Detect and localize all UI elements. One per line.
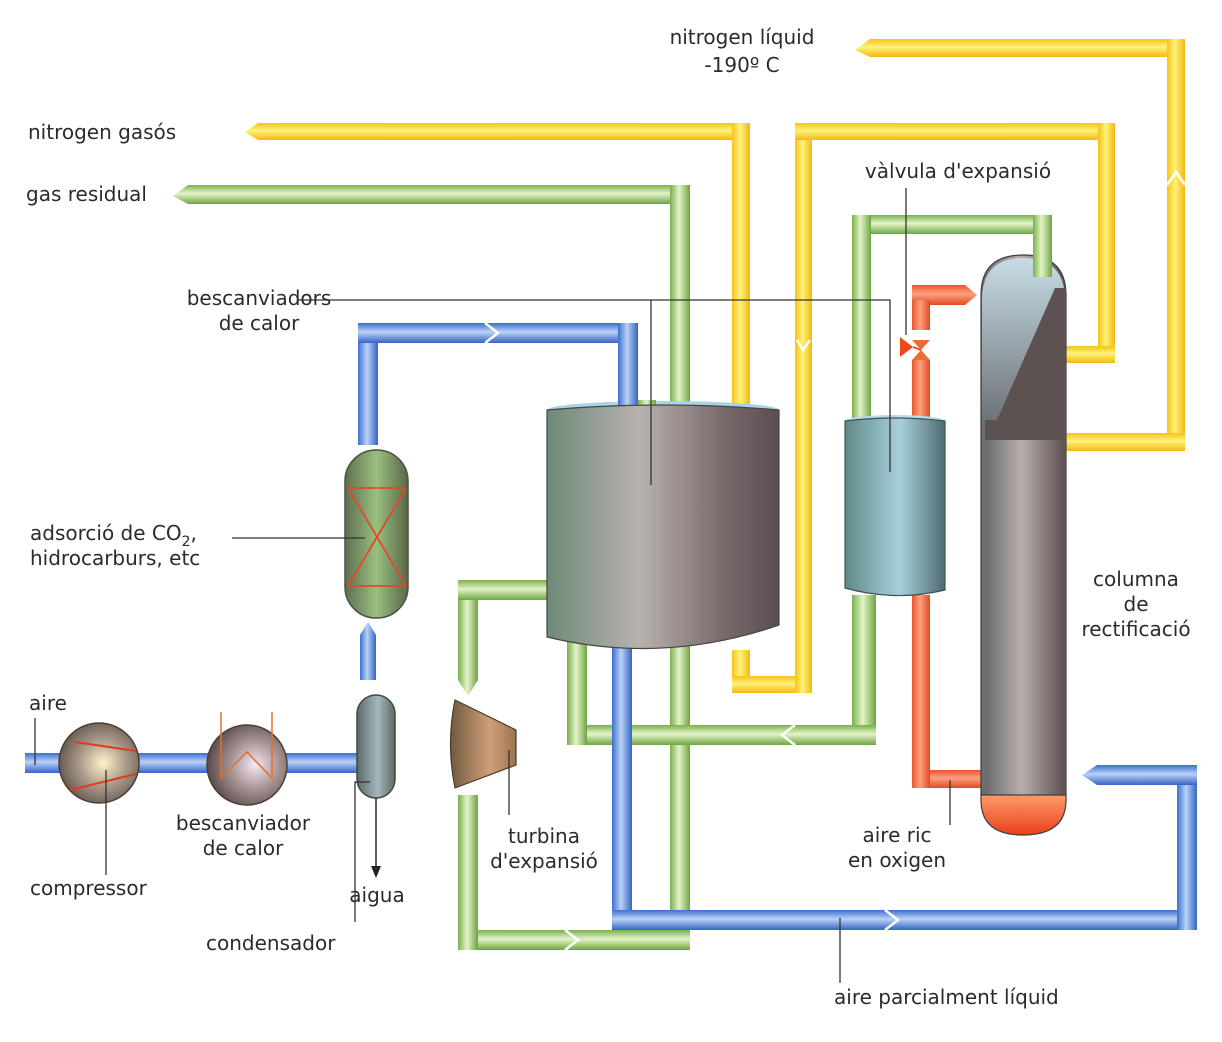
label-nitrogen-liquid: nitrogen líquid [670,25,815,49]
flow-arrow [779,724,796,746]
label-nitrogen-liquid-temp: -190º C [704,53,779,77]
label-nitrogen-gas: nitrogen gasós [28,120,176,144]
label-column: columna [1093,567,1179,591]
flow-arrow [484,322,501,344]
flow-arrow [795,339,812,353]
label-turbine-2: d'expansió [490,849,598,873]
leader-lines [34,188,951,983]
label-adsorption-comma: , [191,521,197,545]
label-partially-liquid-air: aire parcialment líquid [834,985,1059,1009]
arrow-down-icon [371,866,381,878]
rectification-column [980,254,1067,836]
flow-arrow [884,909,901,931]
label-adsorption: adsorció de CO2, [30,521,197,550]
heat-exchanger [206,712,288,806]
secondary-heat-exchanger [844,415,946,597]
label-compressor: compressor [30,876,148,900]
label-heat-exchanger-2: de calor [203,836,284,860]
label-heat-exchanger: bescanviador [176,811,311,835]
label-air: aire [29,691,67,715]
nitrogen-liquid-pipe [855,39,1187,451]
flow-arrow [1165,169,1187,186]
label-heat-exchangers: bescanviadors [187,286,332,310]
expansion-valve [900,337,930,360]
oxygen-rich-pipe [912,285,982,788]
flow-arrow [564,929,581,951]
label-water: aigua [349,883,404,907]
compressor [58,722,140,804]
label-adsorption-2: hidrocarburs, etc [30,546,200,570]
condenser [356,694,396,878]
nitrogen-gas-pipe [245,123,1115,693]
label-condenser: condensador [206,931,336,955]
residual-gas-pipe [173,185,690,951]
label-expansion-valve: vàlvula d'expansió [865,159,1051,183]
label-adsorption-text: adsorció de CO [30,521,182,545]
label-residual-gas: gas residual [26,182,147,206]
adsorption-vessel [344,449,409,619]
labels: nitrogen líquid -190º C nitrogen gasós g… [26,25,1191,1009]
label-column-3: rectificació [1081,617,1190,641]
label-heat-exchangers-2: de calor [219,311,300,335]
label-turbine: turbina [508,824,580,848]
label-column-2: de [1124,592,1149,616]
label-oxygen-rich: aire ric [862,823,931,847]
label-oxygen-rich-2: en oxigen [848,848,946,872]
expansion-turbine [449,699,517,789]
main-heat-exchanger [546,400,780,650]
label-adsorption-sub: 2 [182,534,191,550]
